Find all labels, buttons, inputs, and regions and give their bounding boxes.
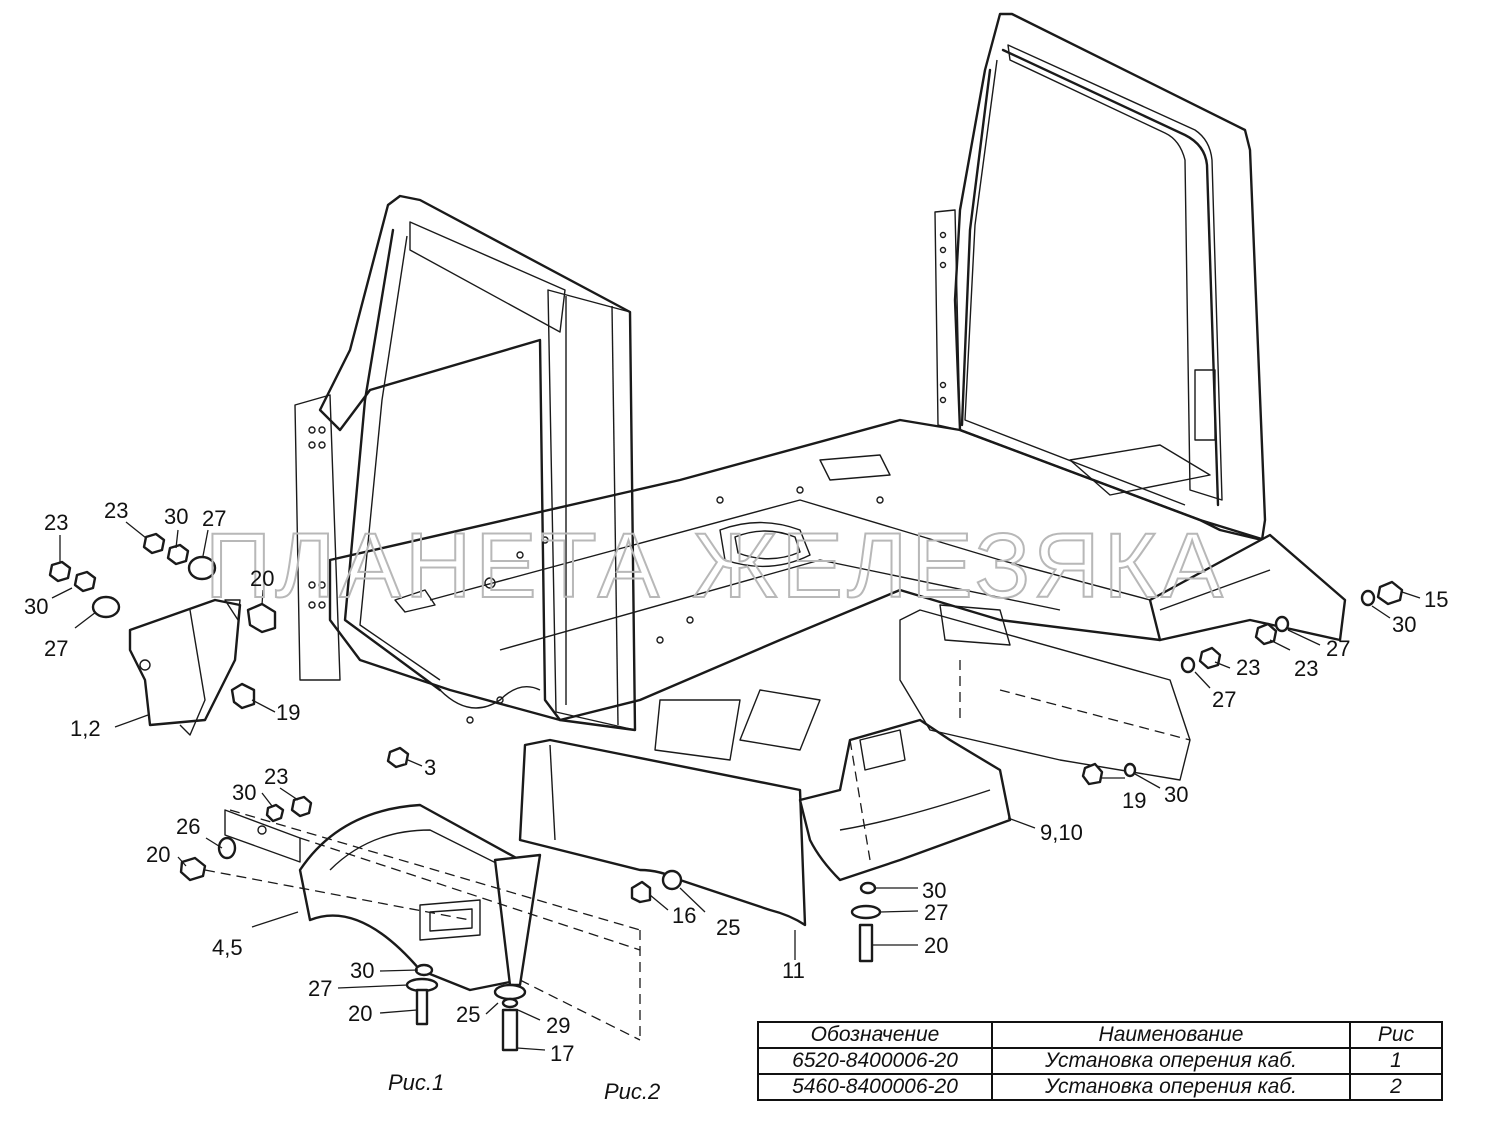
callout-label: 27 [924, 900, 948, 925]
callout-label: 20 [146, 842, 170, 867]
header-name: Наименование [991, 1021, 1351, 1049]
front-fender [224, 803, 542, 992]
rear-fender [798, 718, 1012, 882]
callout-label: 27 [202, 506, 226, 531]
callout-label: 3 [424, 755, 436, 780]
cell-name: Установка оперения каб. [991, 1047, 1351, 1075]
callout-label: 23 [264, 764, 288, 789]
callout-label: 17 [550, 1041, 574, 1066]
callout-label: 27 [308, 976, 332, 1001]
table-row: 6520-8400006-20 Установка оперения каб. … [757, 1047, 1443, 1075]
right-door-frame [934, 12, 1267, 542]
fasteners [48, 532, 1404, 1052]
cell-figure: 1 [1349, 1047, 1443, 1075]
rear-side-panel [518, 738, 807, 927]
assembly-dashed-lines [204, 660, 1191, 1041]
callout-label: 25 [716, 915, 740, 940]
callout-label: 23 [1236, 655, 1260, 680]
callout-label: 27 [1212, 687, 1236, 712]
callout-label: 9,10 [1040, 820, 1083, 845]
specification-table: Обозначение Наименование Рис 6520-840000… [757, 1021, 1443, 1101]
header-figure: Рис [1349, 1021, 1443, 1049]
figure-label-1: Рис.1 [388, 1070, 444, 1095]
left-door-frame [294, 194, 637, 732]
figure-label-2: Рис.2 [604, 1079, 660, 1104]
callout-label: 23 [104, 498, 128, 523]
callout-label: 26 [176, 814, 200, 839]
leader-lines [51, 521, 1421, 1051]
callout-label: 23 [44, 510, 68, 535]
cell-designation: 6520-8400006-20 [757, 1047, 993, 1075]
callout-label: 30 [24, 594, 48, 619]
callout-label: 20 [348, 1001, 372, 1026]
callout-label: 4,5 [212, 935, 243, 960]
cell-figure: 2 [1349, 1073, 1443, 1101]
callout-label: 1,2 [70, 716, 101, 741]
watermark: ПЛАНЕТА ЖЕЛЕЗЯКА [205, 515, 1227, 617]
callout-label: 30 [1392, 612, 1416, 637]
callout-label: 16 [672, 903, 696, 928]
callout-label: 19 [276, 700, 300, 725]
callout-label: 25 [456, 1002, 480, 1027]
callout-label: 19 [1122, 788, 1146, 813]
callout-label: 20 [250, 566, 274, 591]
callout-label: 30 [1164, 782, 1188, 807]
table-header-row: Обозначение Наименование Рис [757, 1021, 1443, 1049]
callout-label: 27 [1326, 636, 1350, 661]
cell-name: Установка оперения каб. [991, 1073, 1351, 1101]
callout-label: 30 [164, 504, 188, 529]
callout-label: 27 [44, 636, 68, 661]
callout-label: 23 [1294, 656, 1318, 681]
mudguard-bracket-left [128, 598, 242, 736]
header-designation: Обозначение [757, 1021, 993, 1049]
callout-label: 20 [924, 933, 948, 958]
callout-label: 30 [922, 878, 946, 903]
callout-label: 30 [350, 958, 374, 983]
callout-label: 29 [546, 1013, 570, 1038]
callout-numbers: 23 23 30 27 30 27 20 1,2 19 3 30 23 26 2… [24, 498, 1448, 1066]
callout-label: 11 [782, 958, 805, 983]
cell-designation: 5460-8400006-20 [757, 1073, 993, 1101]
callout-label: 15 [1424, 587, 1448, 612]
right-rear-panel [899, 533, 1347, 781]
callout-label: 30 [232, 780, 256, 805]
table-row: 5460-8400006-20 Установка оперения каб. … [757, 1073, 1443, 1101]
